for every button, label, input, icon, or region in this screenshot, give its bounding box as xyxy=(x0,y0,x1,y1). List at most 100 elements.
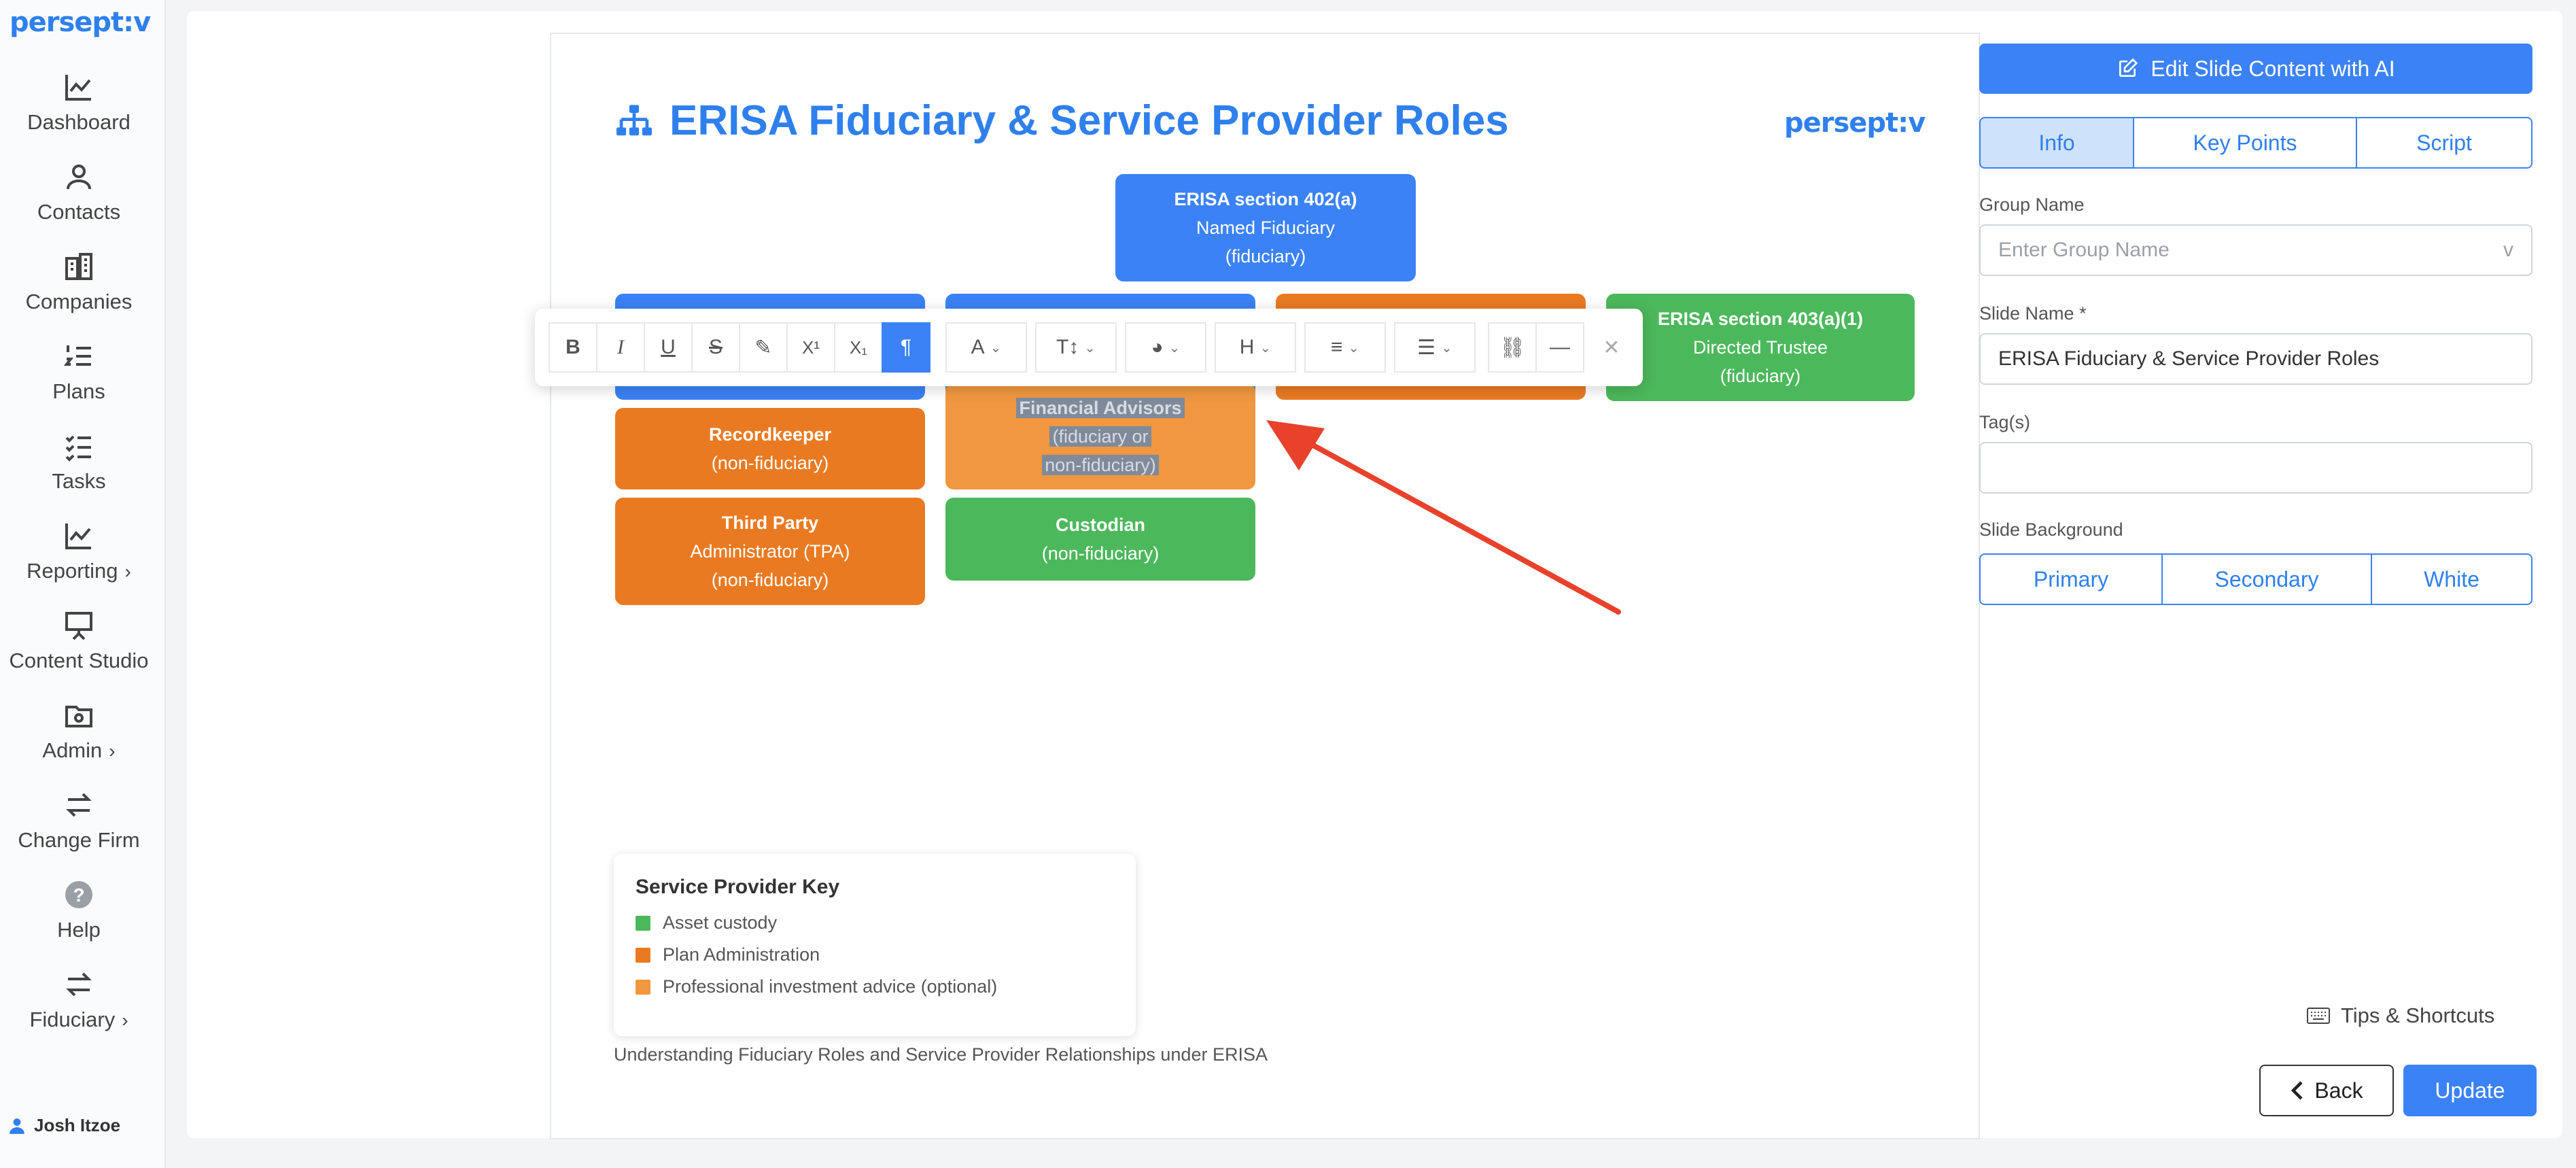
box-line: (fiduciary or xyxy=(1049,426,1151,447)
sidebar-item-dashboard[interactable]: Dashboard xyxy=(0,71,158,135)
box-line: Directed Trustee xyxy=(1692,337,1828,358)
slide-title-text: ERISA Fiduciary & Service Provider Roles xyxy=(669,97,1509,144)
slide-logo: persept:v xyxy=(1784,107,1926,139)
keyboard-icon xyxy=(2307,1008,2330,1024)
group-name-select[interactable]: Enter Group Name v xyxy=(1979,224,2533,276)
help-icon-glyph: ? xyxy=(73,884,84,906)
edit-with-ai-button[interactable]: Edit Slide Content with AI xyxy=(1979,44,2533,94)
background-white-button[interactable]: White xyxy=(2371,553,2533,605)
sidebar-item-reporting[interactable]: Reporting› xyxy=(0,519,158,583)
list-dropdown[interactable]: ☰⌄ xyxy=(1394,322,1476,373)
user-icon xyxy=(67,165,91,190)
chevron-down-icon: ⌄ xyxy=(1259,340,1272,356)
tags-input[interactable] xyxy=(1979,442,2533,494)
heading-icon: H xyxy=(1239,336,1255,358)
chevron-down-icon: v xyxy=(2503,239,2513,261)
subscript-button[interactable]: X₁ xyxy=(834,322,883,373)
key-item-label: Asset custody xyxy=(663,912,778,933)
sidebar-item-tasks[interactable]: Tasks xyxy=(0,430,158,494)
sidebar-item-label: Help xyxy=(57,918,101,942)
box-line: Administrator (TPA) xyxy=(690,541,850,562)
update-button[interactable]: Update xyxy=(2403,1065,2537,1116)
superscript-button[interactable]: X¹ xyxy=(786,322,835,373)
tips-shortcuts-link[interactable]: Tips & Shortcuts xyxy=(2307,1003,2494,1028)
highlighter-icon: ✎ xyxy=(754,336,772,359)
italic-icon: I xyxy=(617,336,624,358)
sidebar-item-admin[interactable]: Admin› xyxy=(0,699,158,763)
tips-label: Tips & Shortcuts xyxy=(2341,1003,2495,1027)
chevron-left-icon xyxy=(2291,1081,2303,1100)
box-title: Custodian xyxy=(1056,515,1145,535)
box-line: (fiduciary) xyxy=(1225,246,1306,267)
key-item-label: Plan Administration xyxy=(663,944,820,965)
chart-line-icon xyxy=(65,75,91,101)
directed-trustee-box[interactable]: ERISA section 403(a)(1) Directed Trustee… xyxy=(1606,294,1915,401)
background-primary-button[interactable]: Primary xyxy=(1979,553,2163,605)
numbered-list-icon xyxy=(64,345,91,366)
slide-footnote[interactable]: Understanding Fiduciary Roles and Servic… xyxy=(614,1044,1268,1065)
align-dropdown[interactable]: ≡⌄ xyxy=(1304,322,1386,373)
tags-label: Tag(s) xyxy=(1979,412,2031,432)
tab-info[interactable]: Info xyxy=(1979,117,2134,169)
chevron-right-icon: › xyxy=(109,740,116,761)
sidebar-item-contacts[interactable]: Contacts xyxy=(0,160,158,224)
recordkeeper-box[interactable]: Recordkeeper (non-fiduciary) xyxy=(615,408,925,489)
back-button[interactable]: Back xyxy=(2259,1065,2394,1116)
sidebar: persept:v Dashboard Contacts Companies P… xyxy=(0,0,166,1168)
sidebar-item-help[interactable]: ? Help xyxy=(0,878,158,942)
font-size-dropdown[interactable]: T↕⌄ xyxy=(1035,322,1117,373)
named-fiduciary-box[interactable]: ERISA section 402(a) Named Fiduciary (fi… xyxy=(1115,174,1416,281)
format-toolbar: B I U S ✎ X¹ X₁ ¶ A⌄ T↕⌄ ◕⌄ H⌄ ≡⌄ ☰⌄ ⛓ —… xyxy=(535,309,1643,386)
sidebar-item-content-studio[interactable]: Content Studio xyxy=(0,609,158,673)
box-title: ERISA section 403(a)(1) xyxy=(1657,309,1864,329)
horizontal-rule-button[interactable]: — xyxy=(1535,322,1584,373)
key-item: Asset custody xyxy=(636,912,1114,933)
font-icon: A xyxy=(971,336,985,358)
underline-button[interactable]: U xyxy=(644,322,693,373)
horizontal-rule-icon: — xyxy=(1550,336,1570,358)
help-icon: ? xyxy=(65,881,92,908)
heading-dropdown[interactable]: H⌄ xyxy=(1215,322,1296,373)
slide-title[interactable]: ERISA Fiduciary & Service Provider Roles xyxy=(614,97,1509,145)
background-secondary-button[interactable]: Secondary xyxy=(2161,553,2372,605)
service-provider-key[interactable]: Service Provider Key Asset custody Plan … xyxy=(614,854,1136,1036)
financial-advisors-box[interactable]: Financial Advisors (fiduciary or non-fid… xyxy=(945,383,1255,489)
strikethrough-button[interactable]: S xyxy=(691,322,740,373)
italic-button[interactable]: I xyxy=(596,322,645,373)
palette-icon: ◕ xyxy=(1151,336,1164,358)
box-line: Named Fiduciary xyxy=(1196,218,1336,238)
box-title: ERISA section 402(a) xyxy=(1174,189,1357,209)
chevron-down-icon: ⌄ xyxy=(990,340,1002,356)
checklist-icon xyxy=(65,435,91,462)
custodian-box[interactable]: Custodian (non-fiduciary) xyxy=(945,498,1255,581)
link-button[interactable]: ⛓ xyxy=(1488,322,1537,373)
paragraph-button[interactable]: ¶ xyxy=(882,322,930,373)
sidebar-item-label: Fiduciary xyxy=(29,1008,116,1031)
swatch-green xyxy=(636,915,650,931)
group-name-placeholder: Enter Group Name xyxy=(1998,239,2170,261)
slide-name-input[interactable]: ERISA Fiduciary & Service Provider Roles xyxy=(1979,333,2533,385)
sidebar-item-change-firm[interactable]: Change Firm xyxy=(0,789,158,853)
tab-key-points[interactable]: Key Points xyxy=(2133,117,2357,169)
sidebar-item-companies[interactable]: Companies xyxy=(0,250,158,314)
org-chart-icon xyxy=(616,104,652,135)
font-family-dropdown[interactable]: A⌄ xyxy=(945,322,1027,373)
highlight-button[interactable]: ✎ xyxy=(739,322,788,373)
slide-canvas[interactable]: ERISA Fiduciary & Service Provider Roles… xyxy=(550,33,1980,1139)
sidebar-item-label: Content Studio xyxy=(9,649,149,672)
user-profile[interactable]: Josh Itzoe xyxy=(8,1115,120,1136)
annotation-arrow xyxy=(1266,420,1621,615)
paragraph-icon: ¶ xyxy=(900,336,912,358)
slide-name-value: ERISA Fiduciary & Service Provider Roles xyxy=(1998,347,2380,370)
color-dropdown[interactable]: ◕⌄ xyxy=(1125,322,1206,373)
sidebar-item-fiduciary[interactable]: Fiduciary› xyxy=(0,968,158,1032)
tab-script[interactable]: Script xyxy=(2356,117,2533,169)
box-title: Third Party xyxy=(721,513,819,533)
close-toolbar-button[interactable]: ✕ xyxy=(1592,322,1631,373)
bold-button[interactable]: B xyxy=(549,322,597,373)
tpa-box[interactable]: Third Party Administrator (TPA) (non-fid… xyxy=(615,498,925,605)
sidebar-item-plans[interactable]: Plans xyxy=(0,340,158,404)
sidebar-item-label: Change Firm xyxy=(18,828,140,852)
brand-logo[interactable]: persept:v xyxy=(10,7,151,38)
chevron-down-icon: ⌄ xyxy=(1168,340,1181,356)
